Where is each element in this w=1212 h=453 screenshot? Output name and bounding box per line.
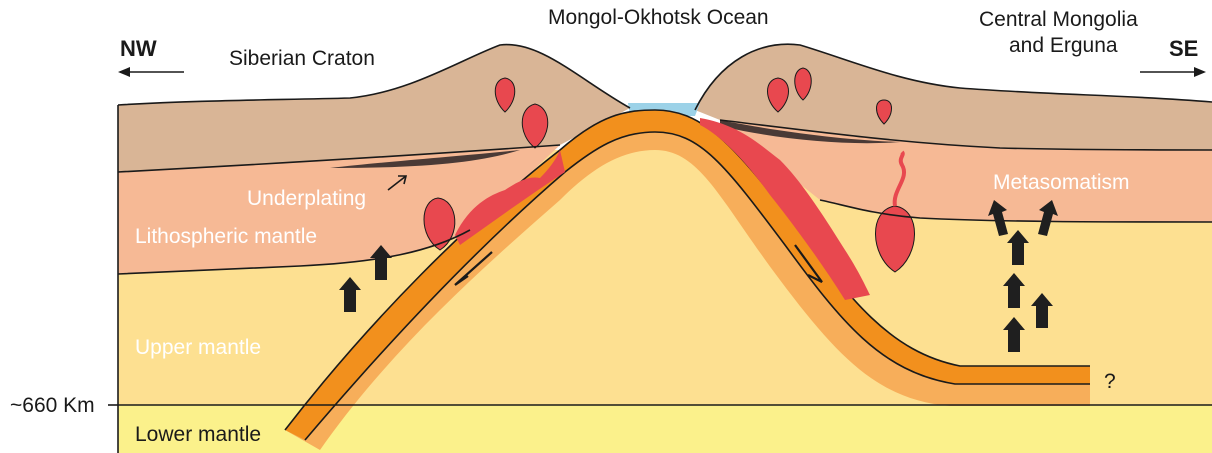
metasomatism-label: Metasomatism [993, 171, 1130, 194]
lower-mantle-layer [118, 405, 1212, 453]
depth-660-label: ~660 Km [10, 394, 95, 417]
erguna-label: and Erguna [1009, 34, 1118, 57]
unknown-slab-end-label: ? [1104, 370, 1116, 393]
lower-mantle-label: Lower mantle [135, 423, 261, 446]
underplating-label: Underplating [247, 187, 366, 210]
ocean-label: Mongol-Okhotsk Ocean [548, 6, 769, 29]
direction-nw: NW [120, 36, 157, 61]
arrow-right-icon [1140, 67, 1206, 77]
siberian-craton-label: Siberian Craton [229, 47, 375, 70]
arrow-left-icon [118, 67, 184, 77]
direction-se: SE [1169, 36, 1198, 61]
lithospheric-mantle-label: Lithospheric mantle [135, 225, 317, 248]
upper-mantle-label: Upper mantle [135, 336, 261, 359]
central-mongolia-label: Central Mongolia [979, 8, 1138, 31]
